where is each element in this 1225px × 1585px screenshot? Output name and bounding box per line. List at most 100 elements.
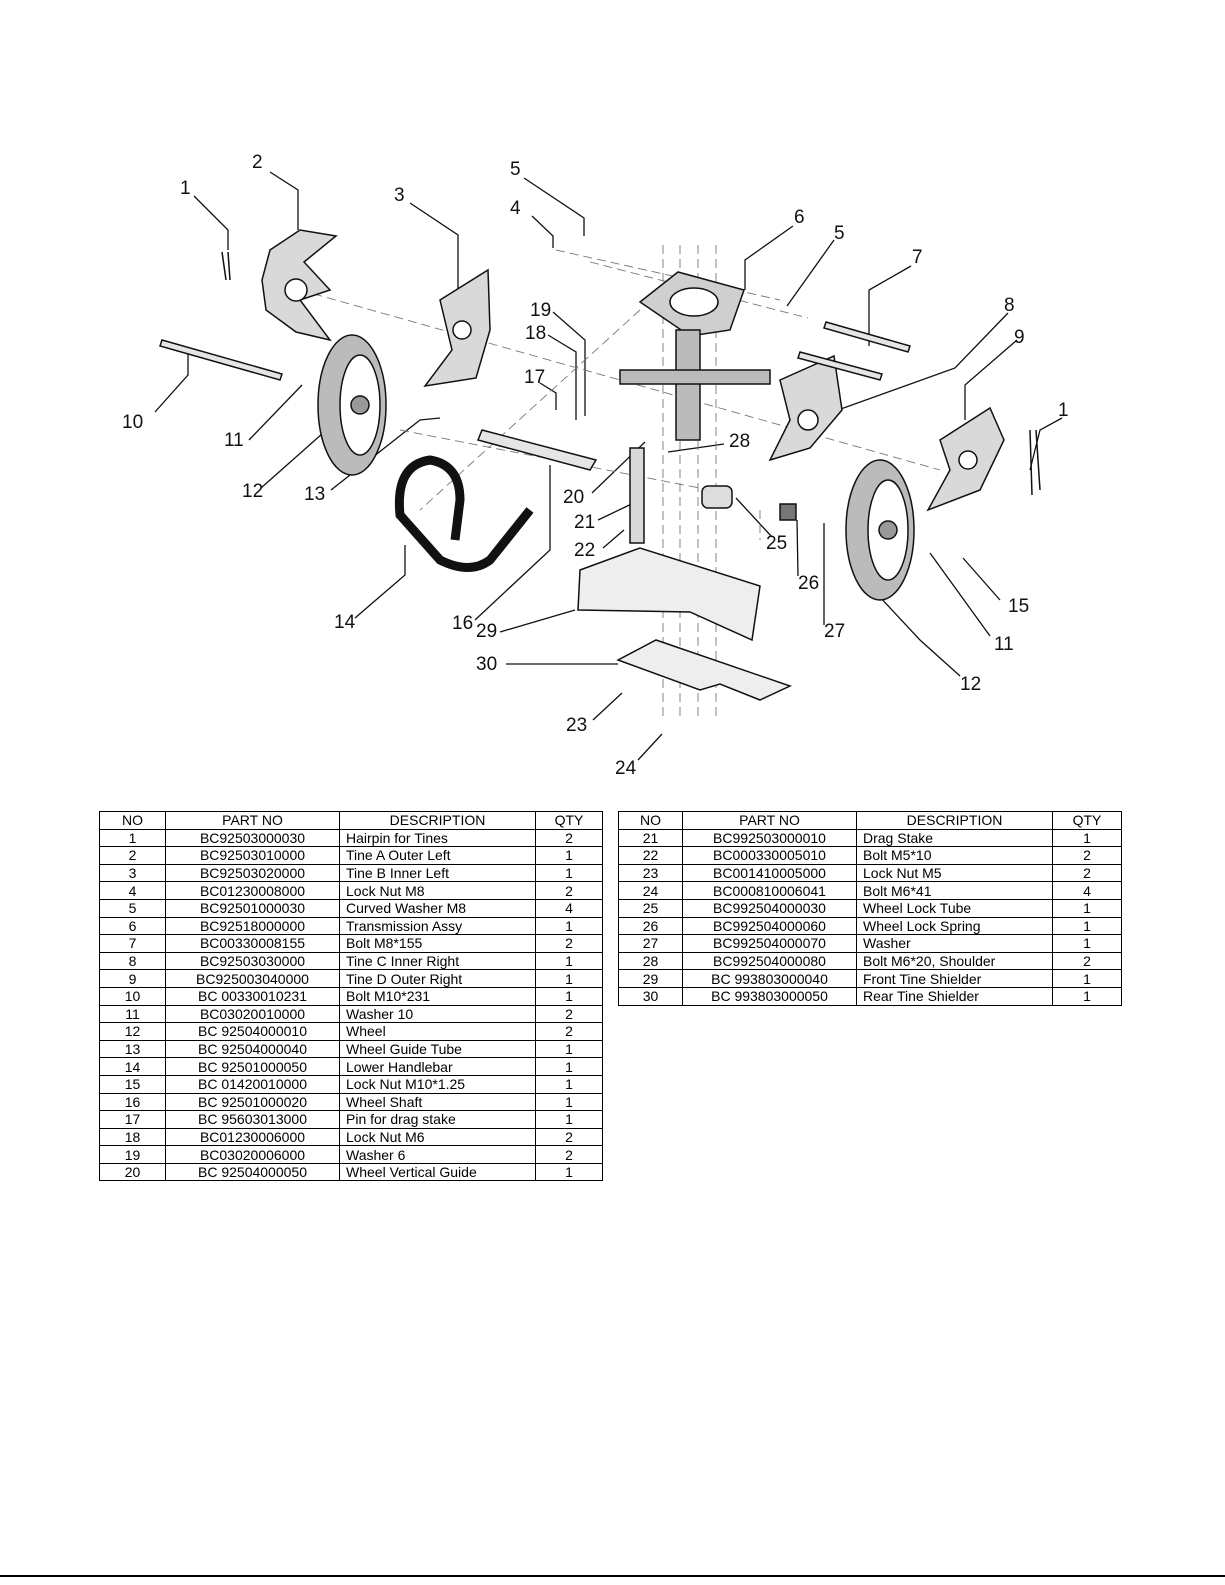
part-quantity: 2 bbox=[1052, 846, 1122, 865]
part-code: BC992504000030 bbox=[682, 898, 857, 918]
part-number-index: 19 bbox=[99, 1145, 166, 1164]
bolt-m10 bbox=[159, 339, 283, 381]
tine-c-inner-right bbox=[768, 354, 843, 462]
transmission-assembly bbox=[619, 271, 771, 441]
part-number-index: 15 bbox=[99, 1074, 166, 1094]
part-description: Lock Nut M5 bbox=[856, 863, 1053, 883]
part-description: Hairpin for Tines bbox=[339, 828, 536, 848]
part-number-index: 17 bbox=[99, 1110, 166, 1129]
part-number-index: 28 bbox=[618, 951, 683, 971]
callout-4: 4 bbox=[510, 198, 521, 219]
part-number-index: 4 bbox=[99, 881, 166, 900]
part-number-index: 13 bbox=[99, 1039, 166, 1059]
tine-a-outer-left bbox=[261, 229, 338, 342]
part-code: BC00330008155 bbox=[165, 934, 340, 953]
part-code: BC92501000030 bbox=[165, 898, 340, 918]
callout-23: 23 bbox=[566, 715, 587, 736]
part-description: Bolt M6*20, Shoulder bbox=[856, 951, 1053, 971]
callout-14: 14 bbox=[334, 612, 356, 633]
part-code: BC 01420010000 bbox=[165, 1074, 340, 1094]
part-quantity: 2 bbox=[1052, 951, 1122, 971]
part-code: BC01230006000 bbox=[165, 1127, 340, 1147]
part-code: BC92503020000 bbox=[165, 863, 340, 883]
header-qty: QTY bbox=[1052, 811, 1122, 830]
part-description: Tine D Outer Right bbox=[339, 969, 536, 988]
callout-28: 28 bbox=[729, 431, 750, 452]
part-code: BC92503000030 bbox=[165, 828, 340, 848]
header-part-no: PART NO bbox=[165, 811, 340, 830]
part-number-index: 26 bbox=[618, 916, 683, 936]
part-code: BC992504000070 bbox=[682, 934, 857, 953]
part-quantity: 2 bbox=[535, 934, 603, 953]
hairpins bbox=[221, 251, 1041, 496]
callout-7: 7 bbox=[912, 247, 923, 268]
callout-16: 16 bbox=[452, 613, 473, 634]
table-header-row: NO PART NO DESCRIPTION QTY bbox=[99, 811, 603, 830]
wheel-shaft bbox=[476, 429, 598, 471]
callout-19: 19 bbox=[530, 300, 551, 321]
part-description: Bolt M10*231 bbox=[339, 986, 536, 1006]
callout-21: 21 bbox=[574, 512, 595, 533]
part-quantity: 1 bbox=[535, 969, 603, 988]
header-no: NO bbox=[99, 811, 166, 830]
part-quantity: 1 bbox=[1052, 916, 1122, 936]
part-description: Transmission Assy bbox=[339, 916, 536, 936]
page-footer-rule bbox=[0, 1575, 1225, 1577]
part-description: Drag Stake bbox=[856, 828, 1053, 848]
header-description: DESCRIPTION bbox=[339, 811, 536, 830]
part-number-index: 12 bbox=[99, 1022, 166, 1041]
header-part-no: PART NO bbox=[682, 811, 857, 830]
callout-6: 6 bbox=[794, 207, 805, 228]
part-quantity: 1 bbox=[535, 986, 603, 1006]
part-code: BC992504000060 bbox=[682, 916, 857, 936]
part-callouts: 1 2 3 4 5 5 6 7 8 9 1 10 11 12 13 14 16 … bbox=[122, 152, 1069, 779]
part-description: Washer 6 bbox=[339, 1145, 536, 1164]
lower-handlebar bbox=[394, 455, 534, 572]
callout-5: 5 bbox=[510, 159, 521, 180]
part-code: BC 92501000020 bbox=[165, 1092, 340, 1112]
part-code: BC92503030000 bbox=[165, 951, 340, 971]
part-number-index: 25 bbox=[618, 898, 683, 918]
header-qty: QTY bbox=[535, 811, 603, 830]
part-number-index: 20 bbox=[99, 1162, 166, 1182]
part-description: Wheel Vertical Guide bbox=[339, 1162, 536, 1182]
part-quantity: 2 bbox=[535, 828, 603, 848]
front-tine-shielder bbox=[577, 547, 761, 642]
assembly-dash-lines bbox=[299, 245, 941, 720]
part-number-index: 18 bbox=[99, 1127, 166, 1147]
part-code: BC01230008000 bbox=[165, 881, 340, 900]
part-number-index: 3 bbox=[99, 863, 166, 883]
callout-25: 25 bbox=[766, 533, 787, 554]
part-number-index: 24 bbox=[618, 881, 683, 900]
header-description: DESCRIPTION bbox=[856, 811, 1053, 830]
part-number-index: 23 bbox=[618, 863, 683, 883]
part-drawings bbox=[159, 229, 1041, 701]
part-number-index: 10 bbox=[99, 986, 166, 1006]
callout-18: 18 bbox=[525, 323, 546, 344]
tine-d-outer-right bbox=[926, 406, 1005, 512]
part-code: BC992504000080 bbox=[682, 951, 857, 971]
part-quantity: 1 bbox=[1052, 898, 1122, 918]
part-description: Bolt M6*41 bbox=[856, 881, 1053, 900]
callout-10: 10 bbox=[122, 412, 143, 433]
part-number-index: 27 bbox=[618, 934, 683, 953]
part-quantity: 1 bbox=[535, 1092, 603, 1112]
part-description: Bolt M5*10 bbox=[856, 846, 1053, 865]
part-description: Curved Washer M8 bbox=[339, 898, 536, 918]
part-number-index: 30 bbox=[618, 986, 683, 1006]
part-number-index: 22 bbox=[618, 846, 683, 865]
callout-26: 26 bbox=[798, 573, 819, 594]
part-description: Bolt M8*155 bbox=[339, 934, 536, 953]
callout-27: 27 bbox=[824, 621, 845, 642]
part-description: Tine C Inner Right bbox=[339, 951, 536, 971]
callout-20: 20 bbox=[563, 487, 584, 508]
